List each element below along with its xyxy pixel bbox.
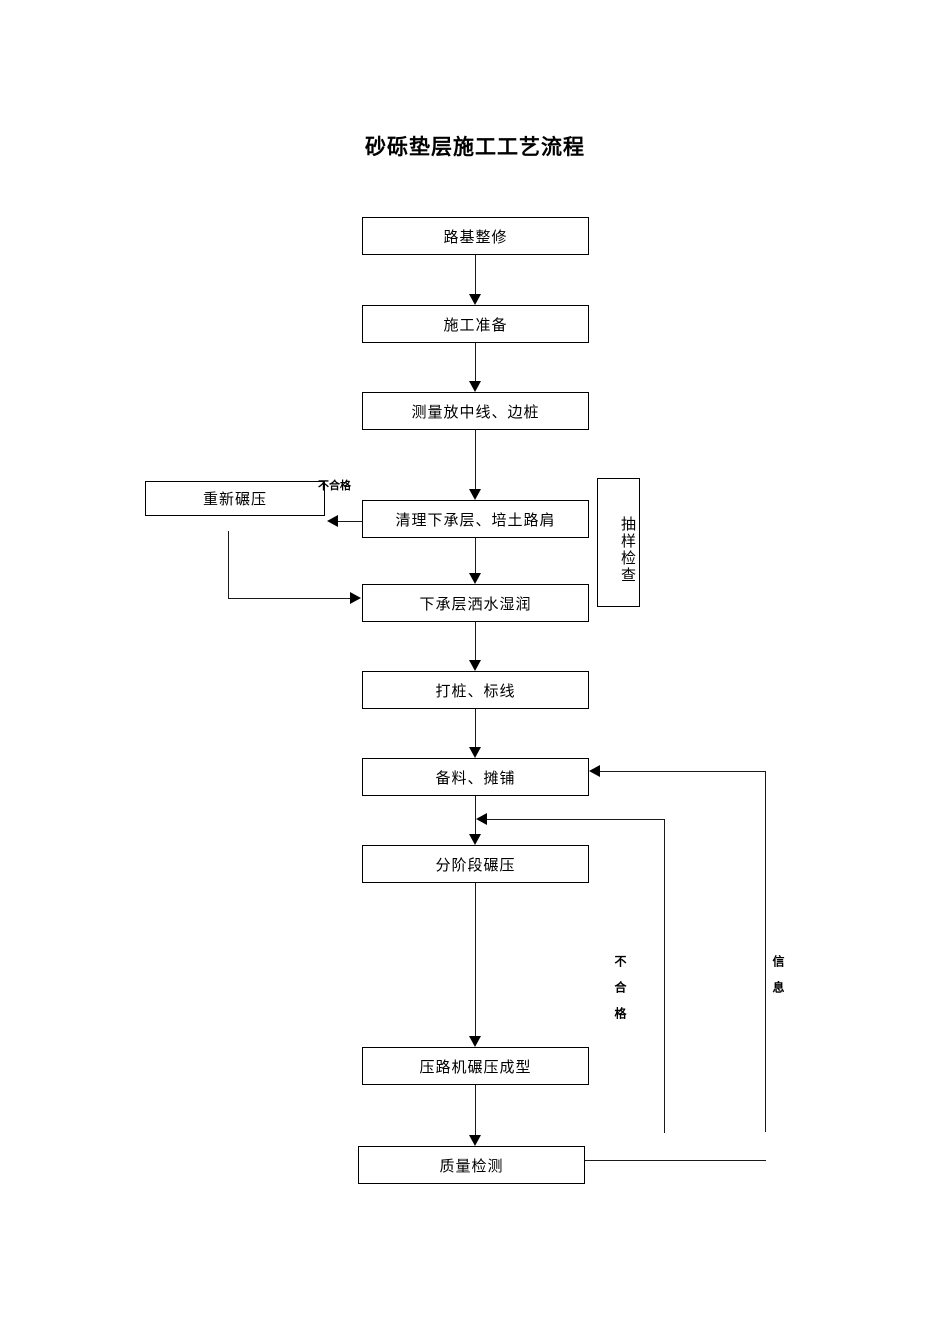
flow-node-water-moisten[interactable]: 下承层洒水湿润 (362, 584, 589, 622)
flow-node-roadbed-repair[interactable]: 路基整修 (362, 217, 589, 255)
arrow-head-left (589, 765, 600, 777)
flow-node-clear-subbase[interactable]: 清理下承层、培土路肩 (362, 500, 589, 538)
flow-node-construction-prep[interactable]: 施工准备 (362, 305, 589, 343)
arrow-head-left (327, 515, 338, 527)
arrow-head-down (469, 660, 481, 671)
connector-line (487, 819, 665, 820)
arrow-head-down (469, 573, 481, 584)
flow-node-sampling-inspection[interactable]: 抽样检查 (597, 478, 640, 607)
connector-line (228, 598, 350, 599)
connector-line (600, 771, 766, 772)
connector-line (475, 709, 476, 747)
connector-line (765, 772, 766, 1132)
edge-label-information: 信息 (771, 955, 785, 1007)
flow-node-recompact[interactable]: 重新碾压 (145, 481, 325, 516)
connector-line (475, 622, 476, 660)
connector-line (475, 796, 476, 834)
connector-line (664, 819, 665, 1133)
flow-node-staged-rolling[interactable]: 分阶段碾压 (362, 845, 589, 883)
connector-line (228, 531, 229, 598)
arrow-head-left (476, 813, 487, 825)
connector-line (475, 430, 476, 489)
edge-label-unqualified-loop: 不合格 (613, 955, 627, 1033)
connector-line (475, 343, 476, 381)
arrow-head-down (469, 489, 481, 500)
connector-line (338, 521, 362, 522)
edge-label-unqualified-top: 不合格 (318, 479, 351, 492)
connector-line (475, 255, 476, 294)
arrow-head-right (350, 592, 361, 604)
arrow-head-down (469, 1036, 481, 1047)
connector-line (475, 1085, 476, 1135)
flow-node-survey-centerline[interactable]: 测量放中线、边桩 (362, 392, 589, 430)
arrow-head-down (469, 747, 481, 758)
arrow-head-down (469, 834, 481, 845)
page-title: 砂砾垫层施工工艺流程 (365, 135, 585, 159)
flow-node-material-spread[interactable]: 备料、摊铺 (362, 758, 589, 796)
connector-line (585, 1160, 766, 1161)
connector-line (475, 538, 476, 573)
arrow-head-down (469, 294, 481, 305)
flow-node-roller-forming[interactable]: 压路机碾压成型 (362, 1047, 589, 1085)
flow-node-stake-marking[interactable]: 打桩、标线 (362, 671, 589, 709)
connector-line (475, 883, 476, 1036)
flow-node-quality-inspection[interactable]: 质量检测 (358, 1146, 585, 1184)
arrow-head-down (469, 1135, 481, 1146)
arrow-head-down (469, 381, 481, 392)
